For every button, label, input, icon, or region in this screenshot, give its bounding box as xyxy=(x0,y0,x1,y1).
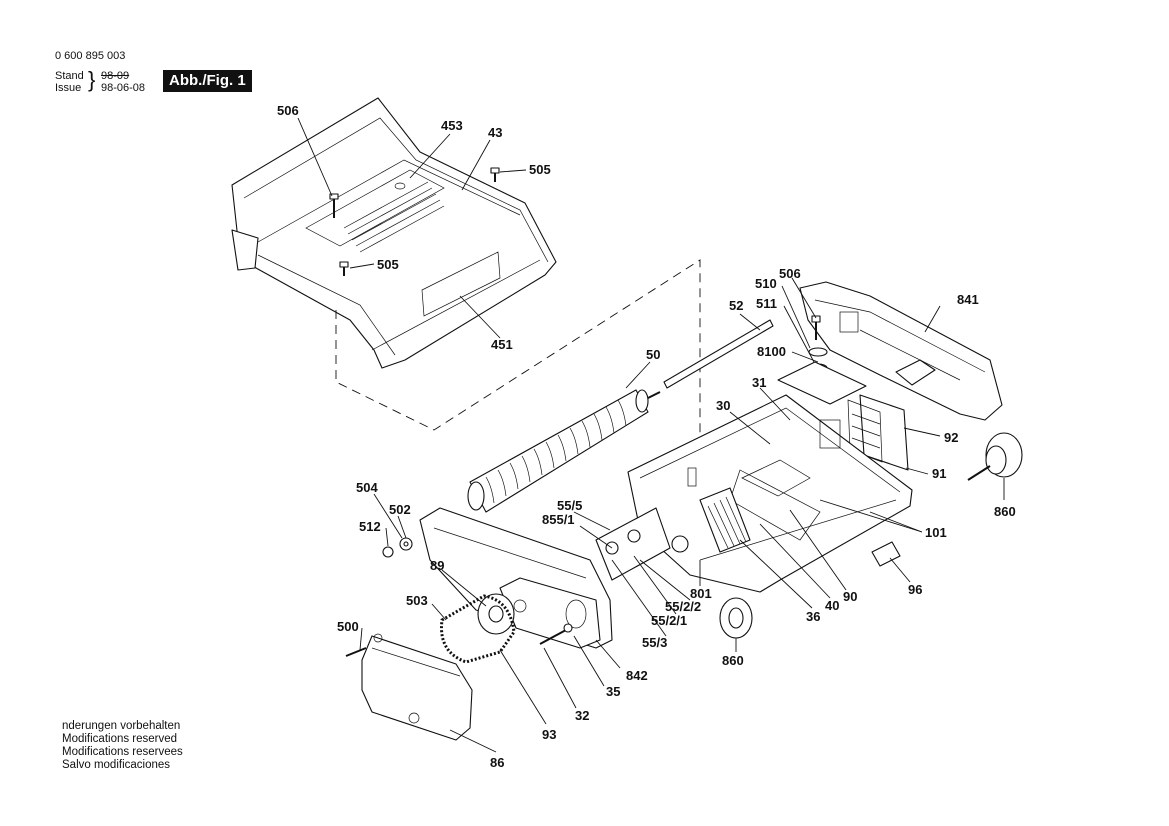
callout-511: 511 xyxy=(756,296,777,311)
callout-40: 40 xyxy=(825,598,839,613)
screw-506a-icon xyxy=(329,193,339,218)
callout-505a: 505 xyxy=(529,162,551,177)
callout-50: 50 xyxy=(646,347,660,362)
footer-line-es: Salvo modificaciones xyxy=(62,759,171,771)
callout-503: 503 xyxy=(406,593,428,608)
callout-505b: 505 xyxy=(377,257,399,272)
callout-506b: 506 xyxy=(779,266,801,281)
screw-500-icon xyxy=(345,647,367,657)
small-fasteners-icon xyxy=(382,537,413,558)
axle-part xyxy=(663,319,774,389)
callout-89: 89 xyxy=(430,558,444,573)
callout-91: 91 xyxy=(932,466,946,481)
footer-notice: nderungen vorbehalten Modifications rese… xyxy=(62,720,183,772)
callout-860b: 860 xyxy=(722,653,744,668)
callout-842: 842 xyxy=(626,668,648,683)
roller-brush-part xyxy=(467,389,661,513)
footer-line-en: Modifications reserved xyxy=(62,733,178,745)
callout-510: 510 xyxy=(755,276,777,291)
callout-801: 801 xyxy=(690,586,712,601)
issue-label: Issue xyxy=(55,82,82,94)
part-number: 0 600 895 003 xyxy=(55,50,126,62)
callout-500: 500 xyxy=(337,619,359,634)
screw-32-icon xyxy=(539,623,573,645)
callout-8100: 8100 xyxy=(757,344,786,359)
side-plate-part xyxy=(419,507,613,649)
callout-35: 35 xyxy=(606,684,620,699)
stand-label: Stand xyxy=(55,70,84,82)
screw-505a-icon xyxy=(490,167,500,182)
callout-55-5: 55/5 xyxy=(557,498,582,513)
callout-506a: 506 xyxy=(277,103,299,118)
pad-8100-part xyxy=(777,361,867,405)
callout-36: 36 xyxy=(806,609,820,624)
wheel-860-left-part xyxy=(719,597,753,639)
callout-31: 31 xyxy=(752,375,766,390)
callout-labels: 506 453 43 505 505 451 50 52 510 506 511… xyxy=(277,103,1016,770)
callout-512: 512 xyxy=(359,519,381,534)
callout-86: 86 xyxy=(490,755,504,770)
motor-part xyxy=(699,487,751,553)
filter-part xyxy=(847,394,909,471)
callout-101: 101 xyxy=(925,525,947,540)
side-cover-841-part xyxy=(799,281,1003,421)
callout-30: 30 xyxy=(716,398,730,413)
callout-855-1: 855/1 xyxy=(542,512,575,527)
figure-badge: Abb./Fig. 1 xyxy=(163,70,252,92)
pulley-part xyxy=(477,593,515,635)
wheel-860-right-part xyxy=(967,432,1023,481)
switch-assembly-part xyxy=(595,507,689,581)
part-96-icon xyxy=(871,541,901,567)
callout-860a: 860 xyxy=(994,504,1016,519)
callout-55-2-2: 55/2/2 xyxy=(665,599,701,614)
stand-date: 98-09 xyxy=(101,70,130,82)
screw-505b-icon xyxy=(339,261,349,276)
callout-55-2-1: 55/2/1 xyxy=(651,613,687,628)
issue-date: 98-06-08 xyxy=(101,82,146,94)
callout-93: 93 xyxy=(542,727,556,742)
leader-lines xyxy=(297,117,1005,753)
footer-line-de: nderungen vorbehalten xyxy=(62,720,181,732)
cover-part xyxy=(231,97,557,369)
footer-line-fr: Modifications reservees xyxy=(62,746,183,758)
callout-96: 96 xyxy=(908,582,922,597)
callout-92: 92 xyxy=(944,430,958,445)
brace-glyph: } xyxy=(88,67,96,92)
callout-504: 504 xyxy=(356,480,378,495)
callout-841: 841 xyxy=(957,292,979,307)
callout-52: 52 xyxy=(729,298,743,313)
callout-453: 453 xyxy=(441,118,463,133)
belt-cover-part xyxy=(361,633,473,741)
callout-90: 90 xyxy=(843,589,857,604)
callout-32: 32 xyxy=(575,708,589,723)
callout-55-3: 55/3 xyxy=(642,635,667,650)
callout-451: 451 xyxy=(491,337,513,352)
callout-43: 43 xyxy=(488,125,502,140)
callout-502: 502 xyxy=(389,502,411,517)
